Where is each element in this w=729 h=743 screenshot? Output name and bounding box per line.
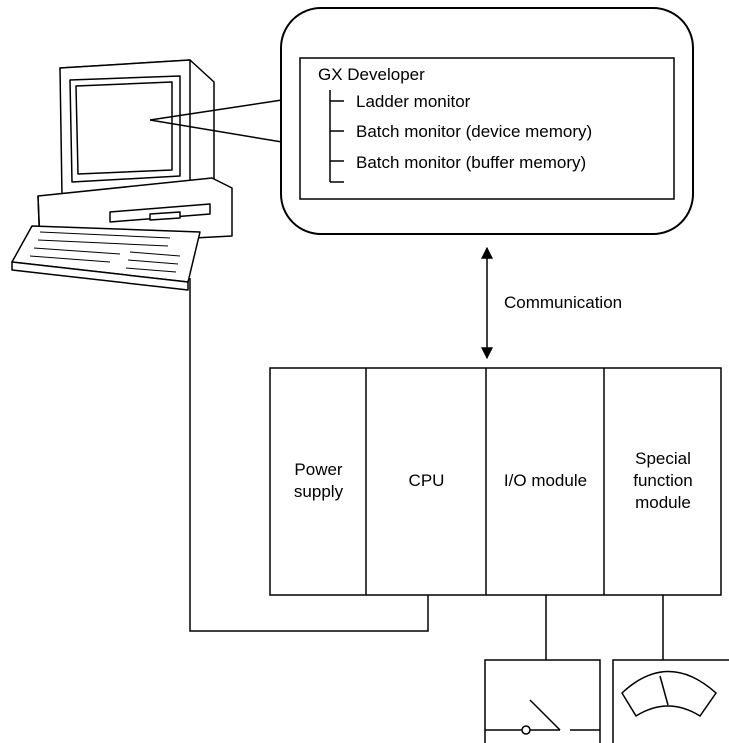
module-special-line-2: function bbox=[633, 471, 693, 490]
pc-cpu-cable bbox=[189, 278, 429, 632]
module-special-line-1: Special bbox=[635, 449, 691, 468]
communication-label: Communication bbox=[504, 293, 623, 312]
callout-connector bbox=[149, 99, 283, 143]
callout-inner-box bbox=[299, 57, 675, 200]
personal-computer-icon bbox=[11, 59, 233, 291]
module-io-line-1: I/O module bbox=[503, 471, 588, 490]
module-power-supply-line-2: supply bbox=[293, 482, 344, 501]
module-power-supply: Power supply bbox=[271, 459, 366, 503]
module-cpu-line-1: CPU bbox=[408, 471, 445, 490]
plc-rack bbox=[269, 367, 722, 596]
keyboard-keys bbox=[29, 231, 181, 273]
tree-lines bbox=[329, 90, 344, 183]
module-special-line-3: module bbox=[635, 493, 691, 512]
callout-item-batch-device: Batch monitor (device memory) bbox=[356, 122, 593, 141]
callout-title: GX Developer bbox=[318, 65, 425, 84]
module-special-function: Special function module bbox=[605, 448, 721, 514]
callout-item-batch-buffer: Batch monitor (buffer memory) bbox=[356, 153, 587, 172]
switch-icon bbox=[484, 659, 601, 743]
module-io: I/O module bbox=[487, 470, 604, 492]
analog-meter-icon bbox=[612, 659, 729, 743]
module-cpu: CPU bbox=[367, 470, 486, 492]
callout-item-ladder-monitor: Ladder monitor bbox=[356, 92, 471, 111]
module-power-supply-line-1: Power bbox=[294, 460, 343, 479]
